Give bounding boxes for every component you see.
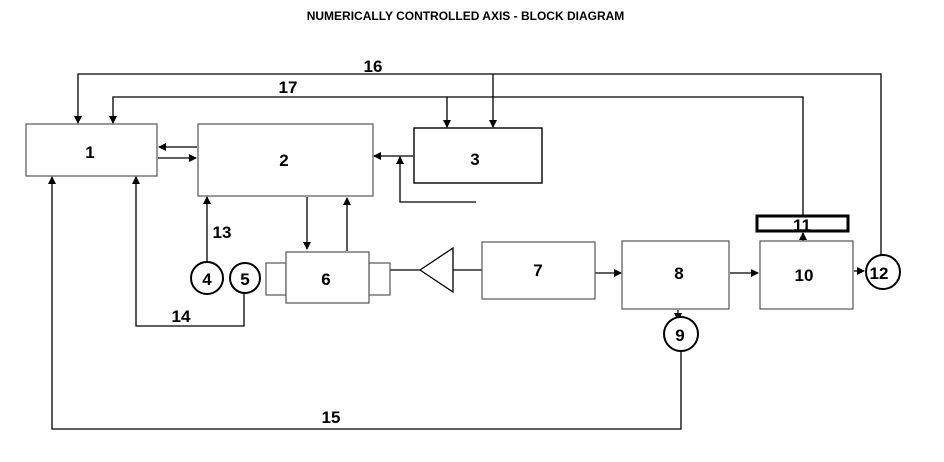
node-5 — [229, 262, 261, 294]
node-9 — [663, 316, 699, 352]
line-17-label: 17 — [279, 78, 298, 97]
node-9-label: 9 — [675, 326, 684, 345]
line-16-label: 16 — [364, 57, 383, 76]
node-12 — [865, 254, 901, 290]
block-8 — [621, 240, 730, 310]
line-15-label: 15 — [322, 408, 341, 427]
node-5-label: 5 — [240, 270, 249, 289]
block-7 — [481, 241, 596, 300]
line-17 — [109, 96, 804, 215]
node-4 — [190, 261, 224, 295]
coupling-symbol — [419, 246, 454, 294]
block-3 — [413, 127, 543, 184]
line-15 — [48, 176, 682, 430]
line-13-label: 13 — [213, 223, 232, 242]
diagram-title: NUMERICALLY CONTROLLED AXIS - BLOCK DIAG… — [306, 9, 625, 23]
input-to-3 — [396, 156, 476, 203]
block-1-label: 1 — [85, 143, 94, 162]
line-14-label: 14 — [172, 307, 191, 326]
block-11-label: 11 — [793, 216, 811, 235]
block-6-left-cap — [265, 262, 287, 296]
node-4-label: 4 — [202, 270, 212, 289]
block-10-label: 10 — [795, 266, 814, 285]
block-11 — [755, 214, 850, 233]
line-16 — [74, 73, 882, 258]
block-7-label: 7 — [533, 261, 542, 280]
block-6 — [285, 251, 370, 304]
block-8-label: 8 — [674, 264, 683, 283]
block-6-right-cap — [368, 262, 391, 296]
block-1 — [25, 123, 158, 177]
block-6-label: 6 — [321, 270, 330, 289]
block-3-label: 3 — [470, 150, 479, 169]
connections — [48, 73, 882, 430]
block-2 — [197, 123, 374, 197]
block-2-label: 2 — [279, 151, 288, 170]
line-14 — [132, 176, 245, 327]
node-12-label: 12 — [870, 264, 889, 283]
block-10 — [759, 240, 854, 310]
